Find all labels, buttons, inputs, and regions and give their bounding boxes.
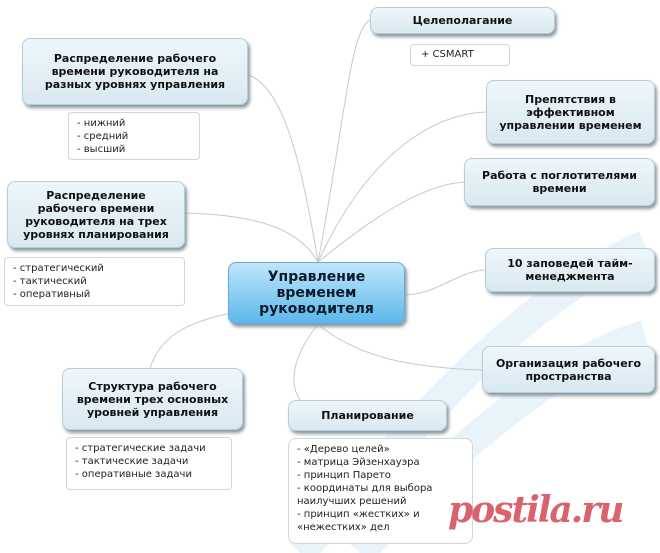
note-item: - стратегический — [13, 263, 104, 274]
note-item: «нежестких» дел — [297, 522, 390, 533]
note-item: - тактические задачи — [75, 456, 189, 467]
node-absorbers[interactable]: Работа с поглотителями времени — [464, 158, 655, 206]
note-item: - оперативные задачи — [75, 469, 192, 480]
node-workspace[interactable]: Организация рабочего пространства — [482, 346, 655, 393]
note-item: - средний — [77, 131, 129, 142]
node-structure[interactable]: Структура рабочего времени трех основных… — [62, 368, 243, 430]
notes-levels: - нижний - средний - высший — [68, 112, 200, 160]
watermark: postila.ru — [448, 489, 624, 531]
note-item: - принцип Парето — [297, 470, 391, 481]
node-levels[interactable]: Распределение рабочего времени руководит… — [22, 38, 248, 105]
node-obstacles[interactable]: Препятствия в эффективном управлении вре… — [486, 80, 655, 144]
notes-planning: - «Дерево целей» - матрица Эйзенхауэра -… — [288, 438, 473, 544]
node-commandments[interactable]: 10 заповедей тайм-менеджмента — [485, 248, 655, 292]
note-item: наилучших решений — [297, 496, 407, 507]
note-item: - высший — [77, 144, 126, 155]
notes-goals: + CSMART — [410, 44, 510, 66]
node-planning[interactable]: Планирование — [288, 400, 447, 431]
notes-planning-levels: - стратегический - тактический - операти… — [4, 257, 185, 306]
note-item: - «Дерево целей» — [297, 444, 390, 455]
note-item: - нижний — [77, 118, 126, 129]
node-goals[interactable]: Целеполагание — [370, 7, 555, 34]
notes-structure: - стратегические задачи - тактические за… — [66, 437, 232, 490]
node-planning-levels[interactable]: Распределение рабочего времени руководит… — [7, 181, 185, 248]
note-item: - принцип «жестких» и — [297, 509, 420, 520]
note-item: - стратегические задачи — [75, 443, 206, 454]
note-item: + CSMART — [421, 49, 474, 60]
central-node[interactable]: Управление временем руководителя — [228, 262, 405, 324]
note-item: - тактический — [13, 276, 87, 287]
note-item: - матрица Эйзенхауэра — [297, 457, 420, 468]
note-item: - оперативный — [13, 289, 91, 300]
note-item: - координаты для выбора — [297, 483, 433, 494]
